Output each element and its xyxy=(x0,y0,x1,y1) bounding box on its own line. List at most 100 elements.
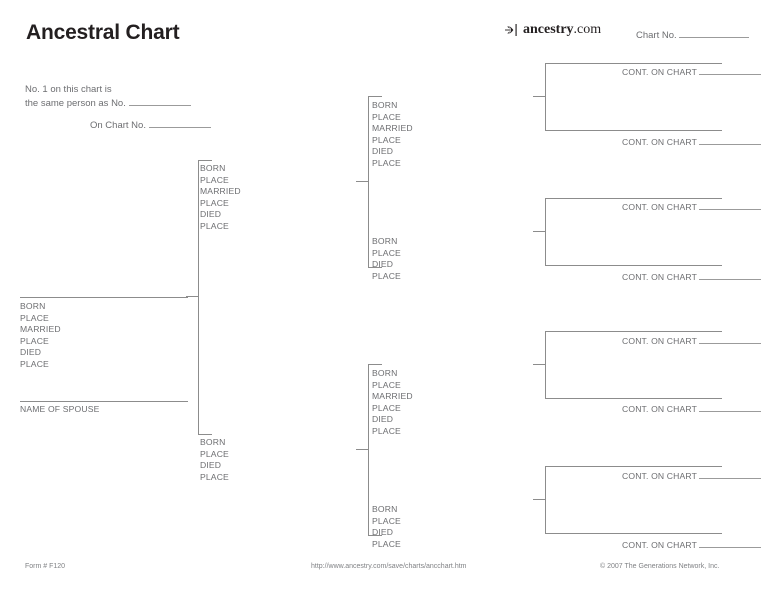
cont-on-chart-4-label: CONT. ON CHART xyxy=(622,272,697,282)
person-6-field-place1: PLACE xyxy=(372,379,401,390)
person-4-field-born: BORN xyxy=(372,100,398,110)
person-2-fields: BORN PLACE MARRIED PLACE DIED PLACE xyxy=(200,160,368,232)
brand-name: ancestry xyxy=(523,22,574,37)
person-4-field-died: DIED xyxy=(372,146,394,157)
person-6-field-place3: PLACE xyxy=(372,425,401,436)
person-6-field-died: DIED xyxy=(372,414,394,425)
person-box-1[interactable]: BORN PLACE MARRIED PLACE DIED PLACE NAME… xyxy=(20,297,188,416)
person-box-2[interactable]: BORN PLACE MARRIED PLACE DIED PLACE xyxy=(200,160,368,232)
person-5-field-place1: PLACE xyxy=(372,247,401,258)
cont-on-chart-4-blank[interactable] xyxy=(699,279,762,280)
cont-on-chart-8[interactable]: CONT. ON CHART xyxy=(622,540,762,550)
bracket-gen3-2 xyxy=(545,198,722,266)
cont-on-chart-2-blank[interactable] xyxy=(699,144,762,145)
person-2-field-married: MARRIED xyxy=(200,186,241,197)
cont-on-chart-3-label: CONT. ON CHART xyxy=(622,202,697,212)
person-6-fields: BORN PLACE MARRIED PLACE DIED PLACE xyxy=(372,365,540,437)
person-6-field-born: BORN xyxy=(372,368,398,378)
person-7-field-place1: PLACE xyxy=(372,515,401,526)
person-6-field-married: MARRIED xyxy=(372,391,413,402)
chart-number-field[interactable]: Chart No. xyxy=(636,30,750,41)
person-box-5[interactable]: BORN PLACE DIED PLACE xyxy=(372,233,540,282)
cont-on-chart-8-blank[interactable] xyxy=(699,547,762,548)
stub-gen2-top xyxy=(356,181,369,182)
note-line-2: the same person as No. xyxy=(25,97,211,111)
note-line-3: On Chart No. xyxy=(25,119,211,133)
cont-on-chart-6[interactable]: CONT. ON CHART xyxy=(622,404,762,414)
cont-on-chart-4[interactable]: CONT. ON CHART xyxy=(622,272,762,282)
chart-number-blank[interactable] xyxy=(679,37,750,38)
person-1-fields: BORN PLACE MARRIED PLACE DIED PLACE xyxy=(20,298,188,370)
ancestry-leaf-icon xyxy=(505,24,517,36)
person-1-name-rule xyxy=(20,297,188,298)
person-4-field-place3: PLACE xyxy=(372,157,401,168)
cont-on-chart-7-label: CONT. ON CHART xyxy=(622,471,697,481)
same-person-number-blank[interactable] xyxy=(128,104,191,106)
chart-number-label: Chart No. xyxy=(636,30,677,41)
person-5-fields: BORN PLACE DIED PLACE xyxy=(372,233,540,282)
cont-on-chart-3-blank[interactable] xyxy=(699,209,762,210)
stub-gen1 xyxy=(186,296,199,297)
person-2-field-place3: PLACE xyxy=(200,220,229,231)
person-4-fields: BORN PLACE MARRIED PLACE DIED PLACE xyxy=(372,97,540,169)
person-3-field-died: DIED xyxy=(200,460,222,471)
cont-on-chart-6-blank[interactable] xyxy=(699,411,762,412)
person-2-field-place2: PLACE xyxy=(200,197,229,208)
bracket-gen3-4 xyxy=(545,466,722,534)
bracket-gen1-spine xyxy=(198,160,199,435)
brand-tld: .com xyxy=(573,22,602,37)
cont-on-chart-7[interactable]: CONT. ON CHART xyxy=(622,471,762,481)
ancestry-logo: ancestry.com xyxy=(505,22,601,38)
person-1-field-place1: PLACE xyxy=(20,312,49,323)
bracket-gen3-3 xyxy=(545,331,722,399)
person-box-7[interactable]: BORN PLACE DIED PLACE xyxy=(372,501,540,550)
bracket-gen2-bottom-to-gen3 xyxy=(368,364,382,536)
note-line-3-label: On Chart No. xyxy=(90,120,146,131)
person-box-4[interactable]: BORN PLACE MARRIED PLACE DIED PLACE xyxy=(372,97,540,169)
on-chart-number-blank[interactable] xyxy=(148,127,211,128)
person-box-6[interactable]: BORN PLACE MARRIED PLACE DIED PLACE xyxy=(372,365,540,437)
person-box-3[interactable]: BORN PLACE DIED PLACE xyxy=(200,434,368,483)
stub-gen3-2 xyxy=(533,231,546,232)
cont-on-chart-2[interactable]: CONT. ON CHART xyxy=(622,137,762,147)
person-3-field-place1: PLACE xyxy=(200,448,229,459)
person-7-field-place2: PLACE xyxy=(372,538,401,549)
person-1-field-married: MARRIED xyxy=(20,324,61,335)
cont-on-chart-5[interactable]: CONT. ON CHART xyxy=(622,336,762,346)
note-line-1: No. 1 on this chart is xyxy=(25,84,112,95)
person-2-field-place1: PLACE xyxy=(200,174,229,185)
stub-gen3-4 xyxy=(533,499,546,500)
bracket-gen1-to-gen2 xyxy=(198,160,212,435)
person-1-field-died: DIED xyxy=(20,347,42,358)
cont-on-chart-2-label: CONT. ON CHART xyxy=(622,137,697,147)
cont-on-chart-7-blank[interactable] xyxy=(699,478,762,479)
person-7-field-died: DIED xyxy=(372,527,394,538)
person-3-field-place2: PLACE xyxy=(200,471,229,482)
person-7-field-born: BORN xyxy=(372,504,398,514)
stub-gen3-1 xyxy=(533,96,546,97)
note-line-2-label: the same person as No. xyxy=(25,97,126,109)
person-3-field-born: BORN xyxy=(200,437,226,447)
bracket-gen2-top-to-gen3 xyxy=(368,96,382,268)
footer-form-number: Form # F120 xyxy=(25,563,66,570)
footer-url[interactable]: http://www.ancestry.com/save/charts/ancc… xyxy=(311,563,467,570)
cont-on-chart-3[interactable]: CONT. ON CHART xyxy=(622,202,762,212)
same-person-note: No. 1 on this chart is the same person a… xyxy=(25,83,211,133)
person-1-spouse-label: NAME OF SPOUSE xyxy=(20,404,100,415)
person-6-field-place2: PLACE xyxy=(372,402,401,413)
person-2-field-born: BORN xyxy=(200,163,226,173)
footer-copyright: © 2007 The Generations Network, Inc. xyxy=(600,563,720,570)
bracket-gen3-1 xyxy=(545,63,722,131)
person-4-field-place1: PLACE xyxy=(372,111,401,122)
person-1-field-born: BORN xyxy=(20,301,46,311)
cont-on-chart-5-blank[interactable] xyxy=(699,343,762,344)
person-5-field-born: BORN xyxy=(372,236,398,246)
person-3-fields: BORN PLACE DIED PLACE xyxy=(200,434,368,483)
cont-on-chart-8-label: CONT. ON CHART xyxy=(622,540,697,550)
cont-on-chart-1-blank[interactable] xyxy=(699,74,762,75)
person-1-field-place3: PLACE xyxy=(20,358,49,369)
cont-on-chart-6-label: CONT. ON CHART xyxy=(622,404,697,414)
cont-on-chart-1[interactable]: CONT. ON CHART xyxy=(622,67,762,77)
person-7-fields: BORN PLACE DIED PLACE xyxy=(372,501,540,550)
